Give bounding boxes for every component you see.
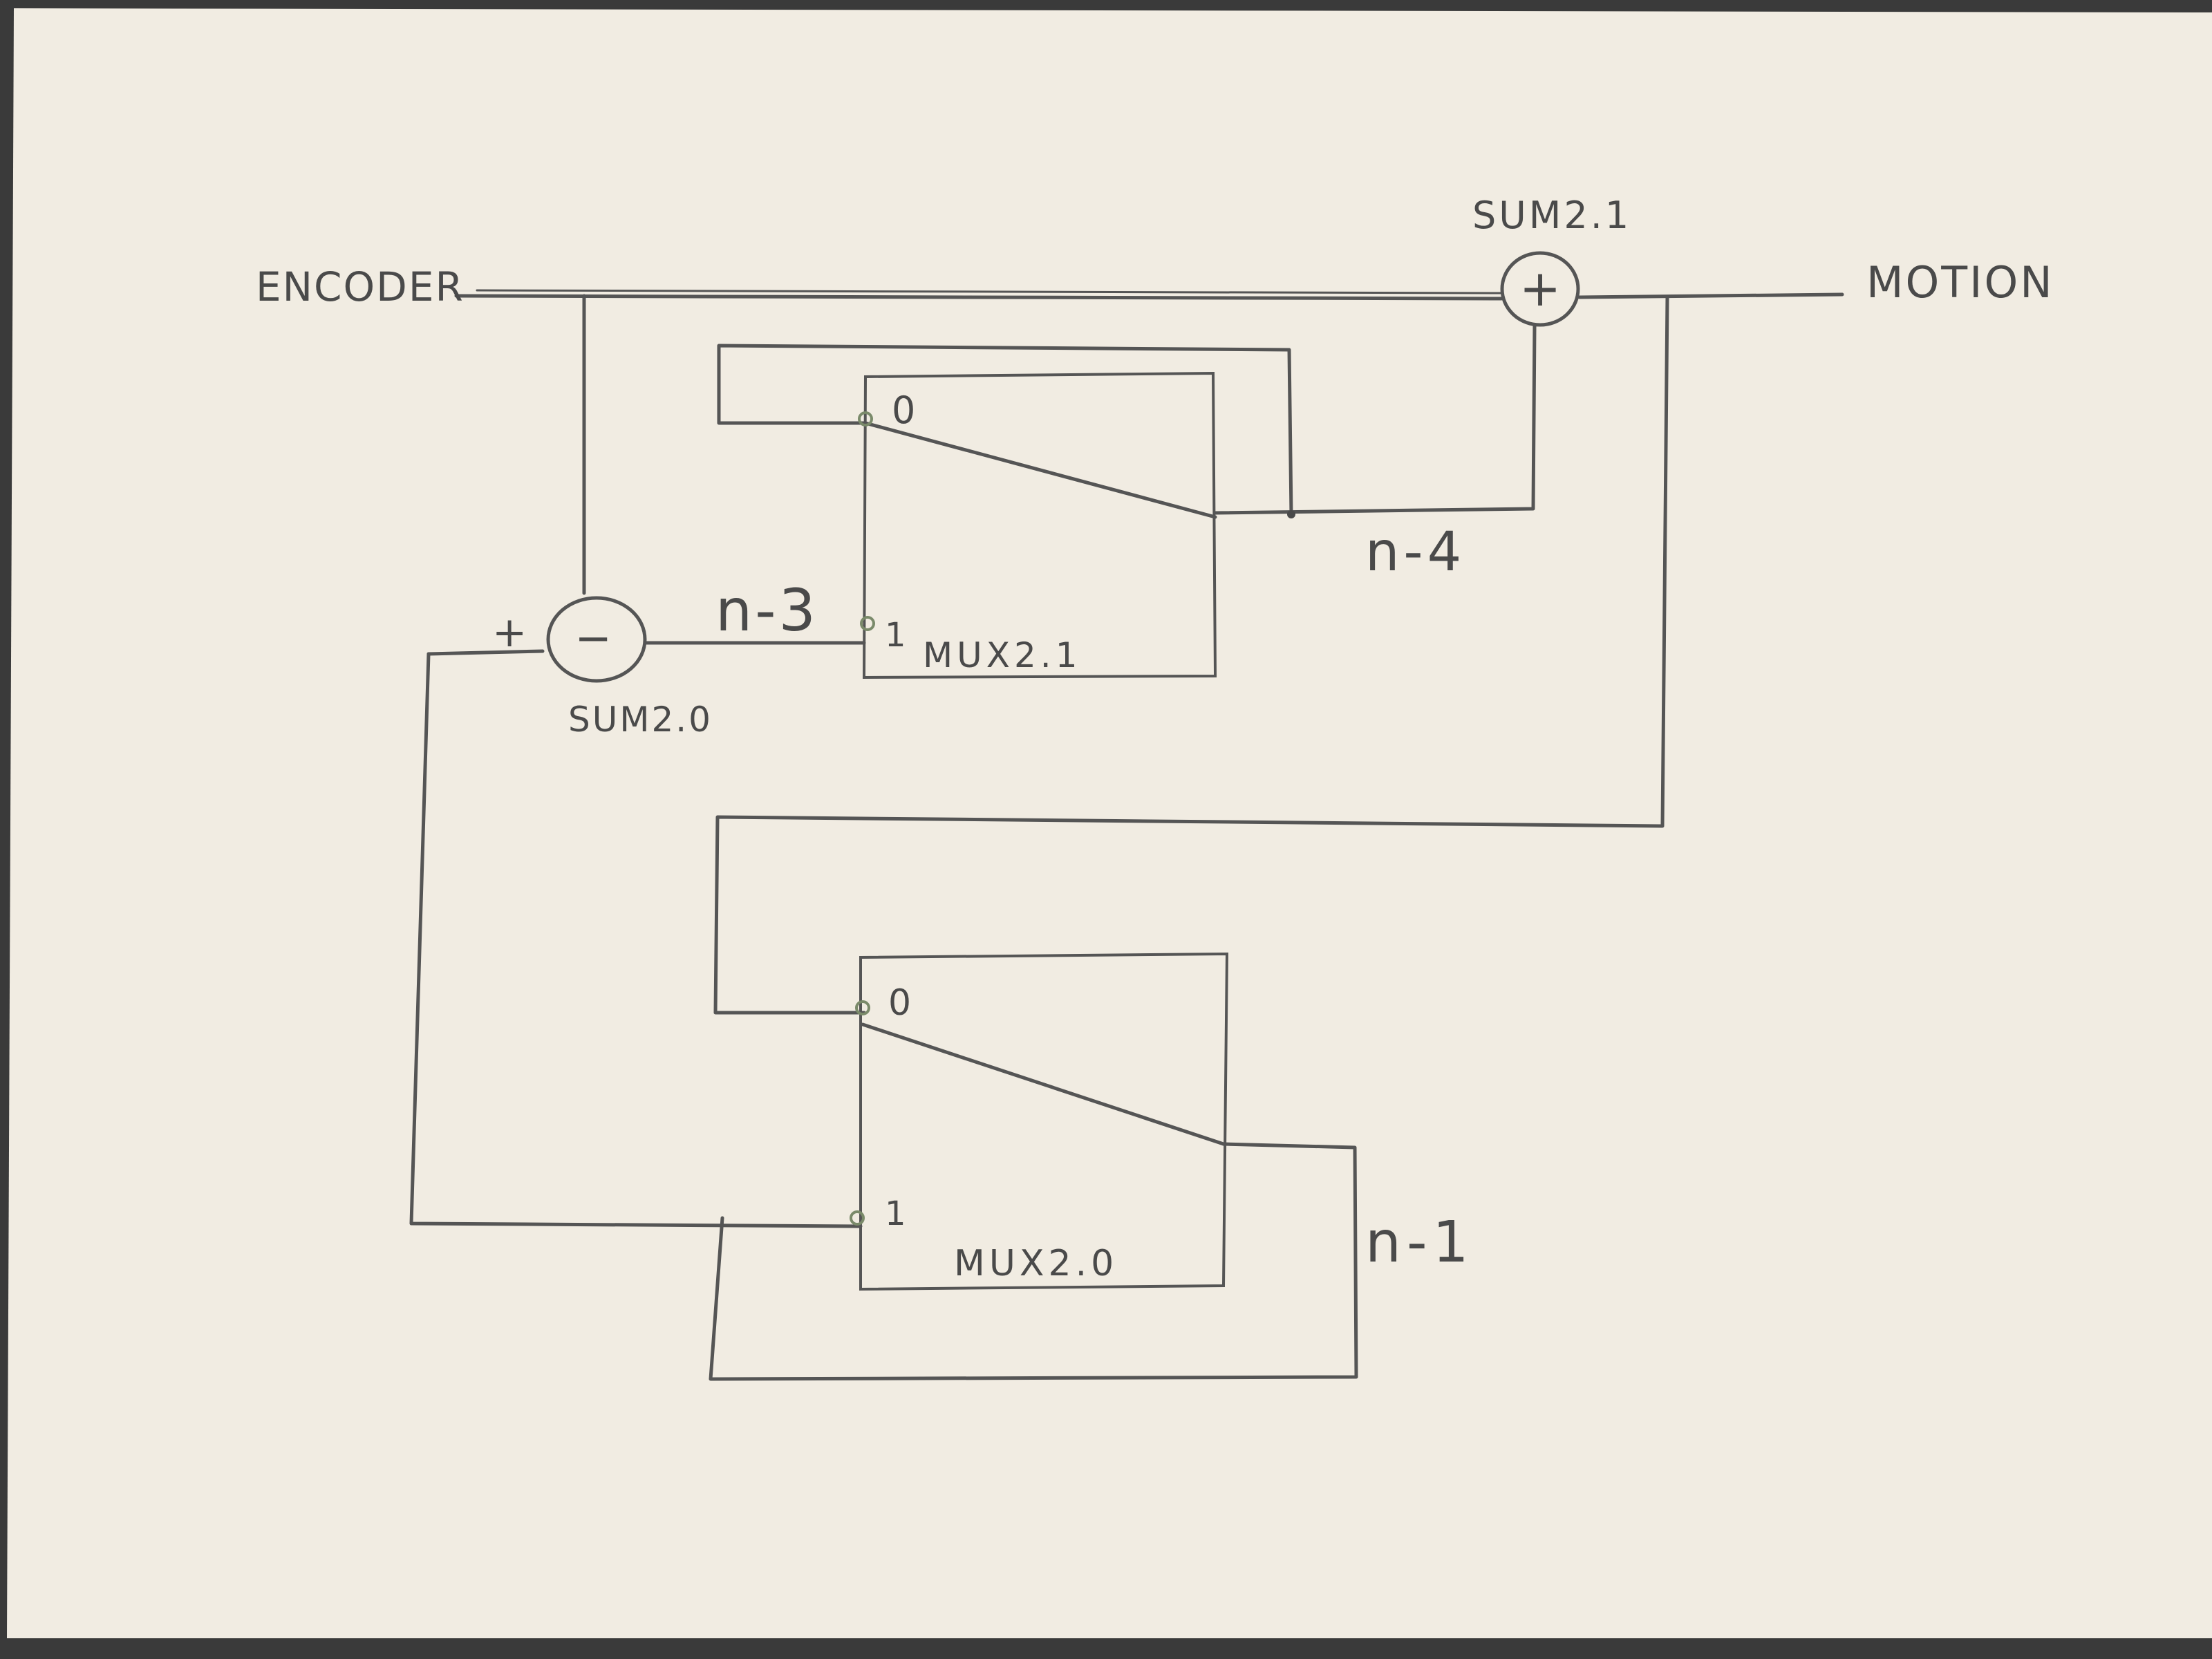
sum21-plus-sign: + <box>1519 259 1561 317</box>
mux21-input-0-label: 0 <box>892 388 915 432</box>
mux21-label: MUX2.1 <box>923 635 1082 675</box>
sum20-label: SUM2.0 <box>568 700 713 740</box>
wire-encoder-to-sum21 <box>454 294 1503 301</box>
mux20-label: MUX2.0 <box>954 1243 1118 1284</box>
wire-left-rail <box>409 652 863 1228</box>
sum20-node: − <box>546 596 647 683</box>
mux21-terminal-1 <box>860 616 875 631</box>
sum20-minus-sign: − <box>574 613 612 664</box>
mux20-switch-arm <box>861 1022 1226 1146</box>
encoder-label: ENCODER <box>256 263 465 310</box>
mux21-output-junction <box>1287 510 1295 518</box>
sum21-label: SUM2.1 <box>1472 194 1631 237</box>
mux21-block <box>862 371 1217 679</box>
wire-mux20-out-loop <box>709 1142 1358 1381</box>
mux20-terminal-0 <box>855 1000 870 1015</box>
mux21-terminal-0 <box>858 411 873 427</box>
wire-motion-tap-to-mux20-in0 <box>713 295 1669 1015</box>
mux20-input-0-label: 0 <box>888 982 911 1024</box>
mux21-input-1-label: 1 <box>885 616 906 655</box>
n4-label: n-4 <box>1365 521 1465 583</box>
motion-label: MOTION <box>1866 257 2054 308</box>
sum21-node: + <box>1500 251 1580 327</box>
n1-label: n-1 <box>1365 1210 1474 1275</box>
mux20-input-1-label: 1 <box>885 1194 906 1233</box>
mux20-terminal-1 <box>850 1210 865 1226</box>
wire-encoder-to-sum21-trace <box>476 289 1503 294</box>
mux21-switch-arm <box>863 421 1217 519</box>
sum20-plus-input-label: + <box>492 608 527 657</box>
wire-mux21-out-to-sum21 <box>1213 323 1537 515</box>
n3-label: n-3 <box>715 577 818 644</box>
wire-mux21-feedback-loop <box>717 344 1293 517</box>
mux20-block <box>859 952 1229 1291</box>
wire-sum21-to-motion <box>1577 292 1844 299</box>
paper-sheet <box>7 8 2212 1638</box>
wire-plus-input-to-sum20 <box>427 649 545 656</box>
